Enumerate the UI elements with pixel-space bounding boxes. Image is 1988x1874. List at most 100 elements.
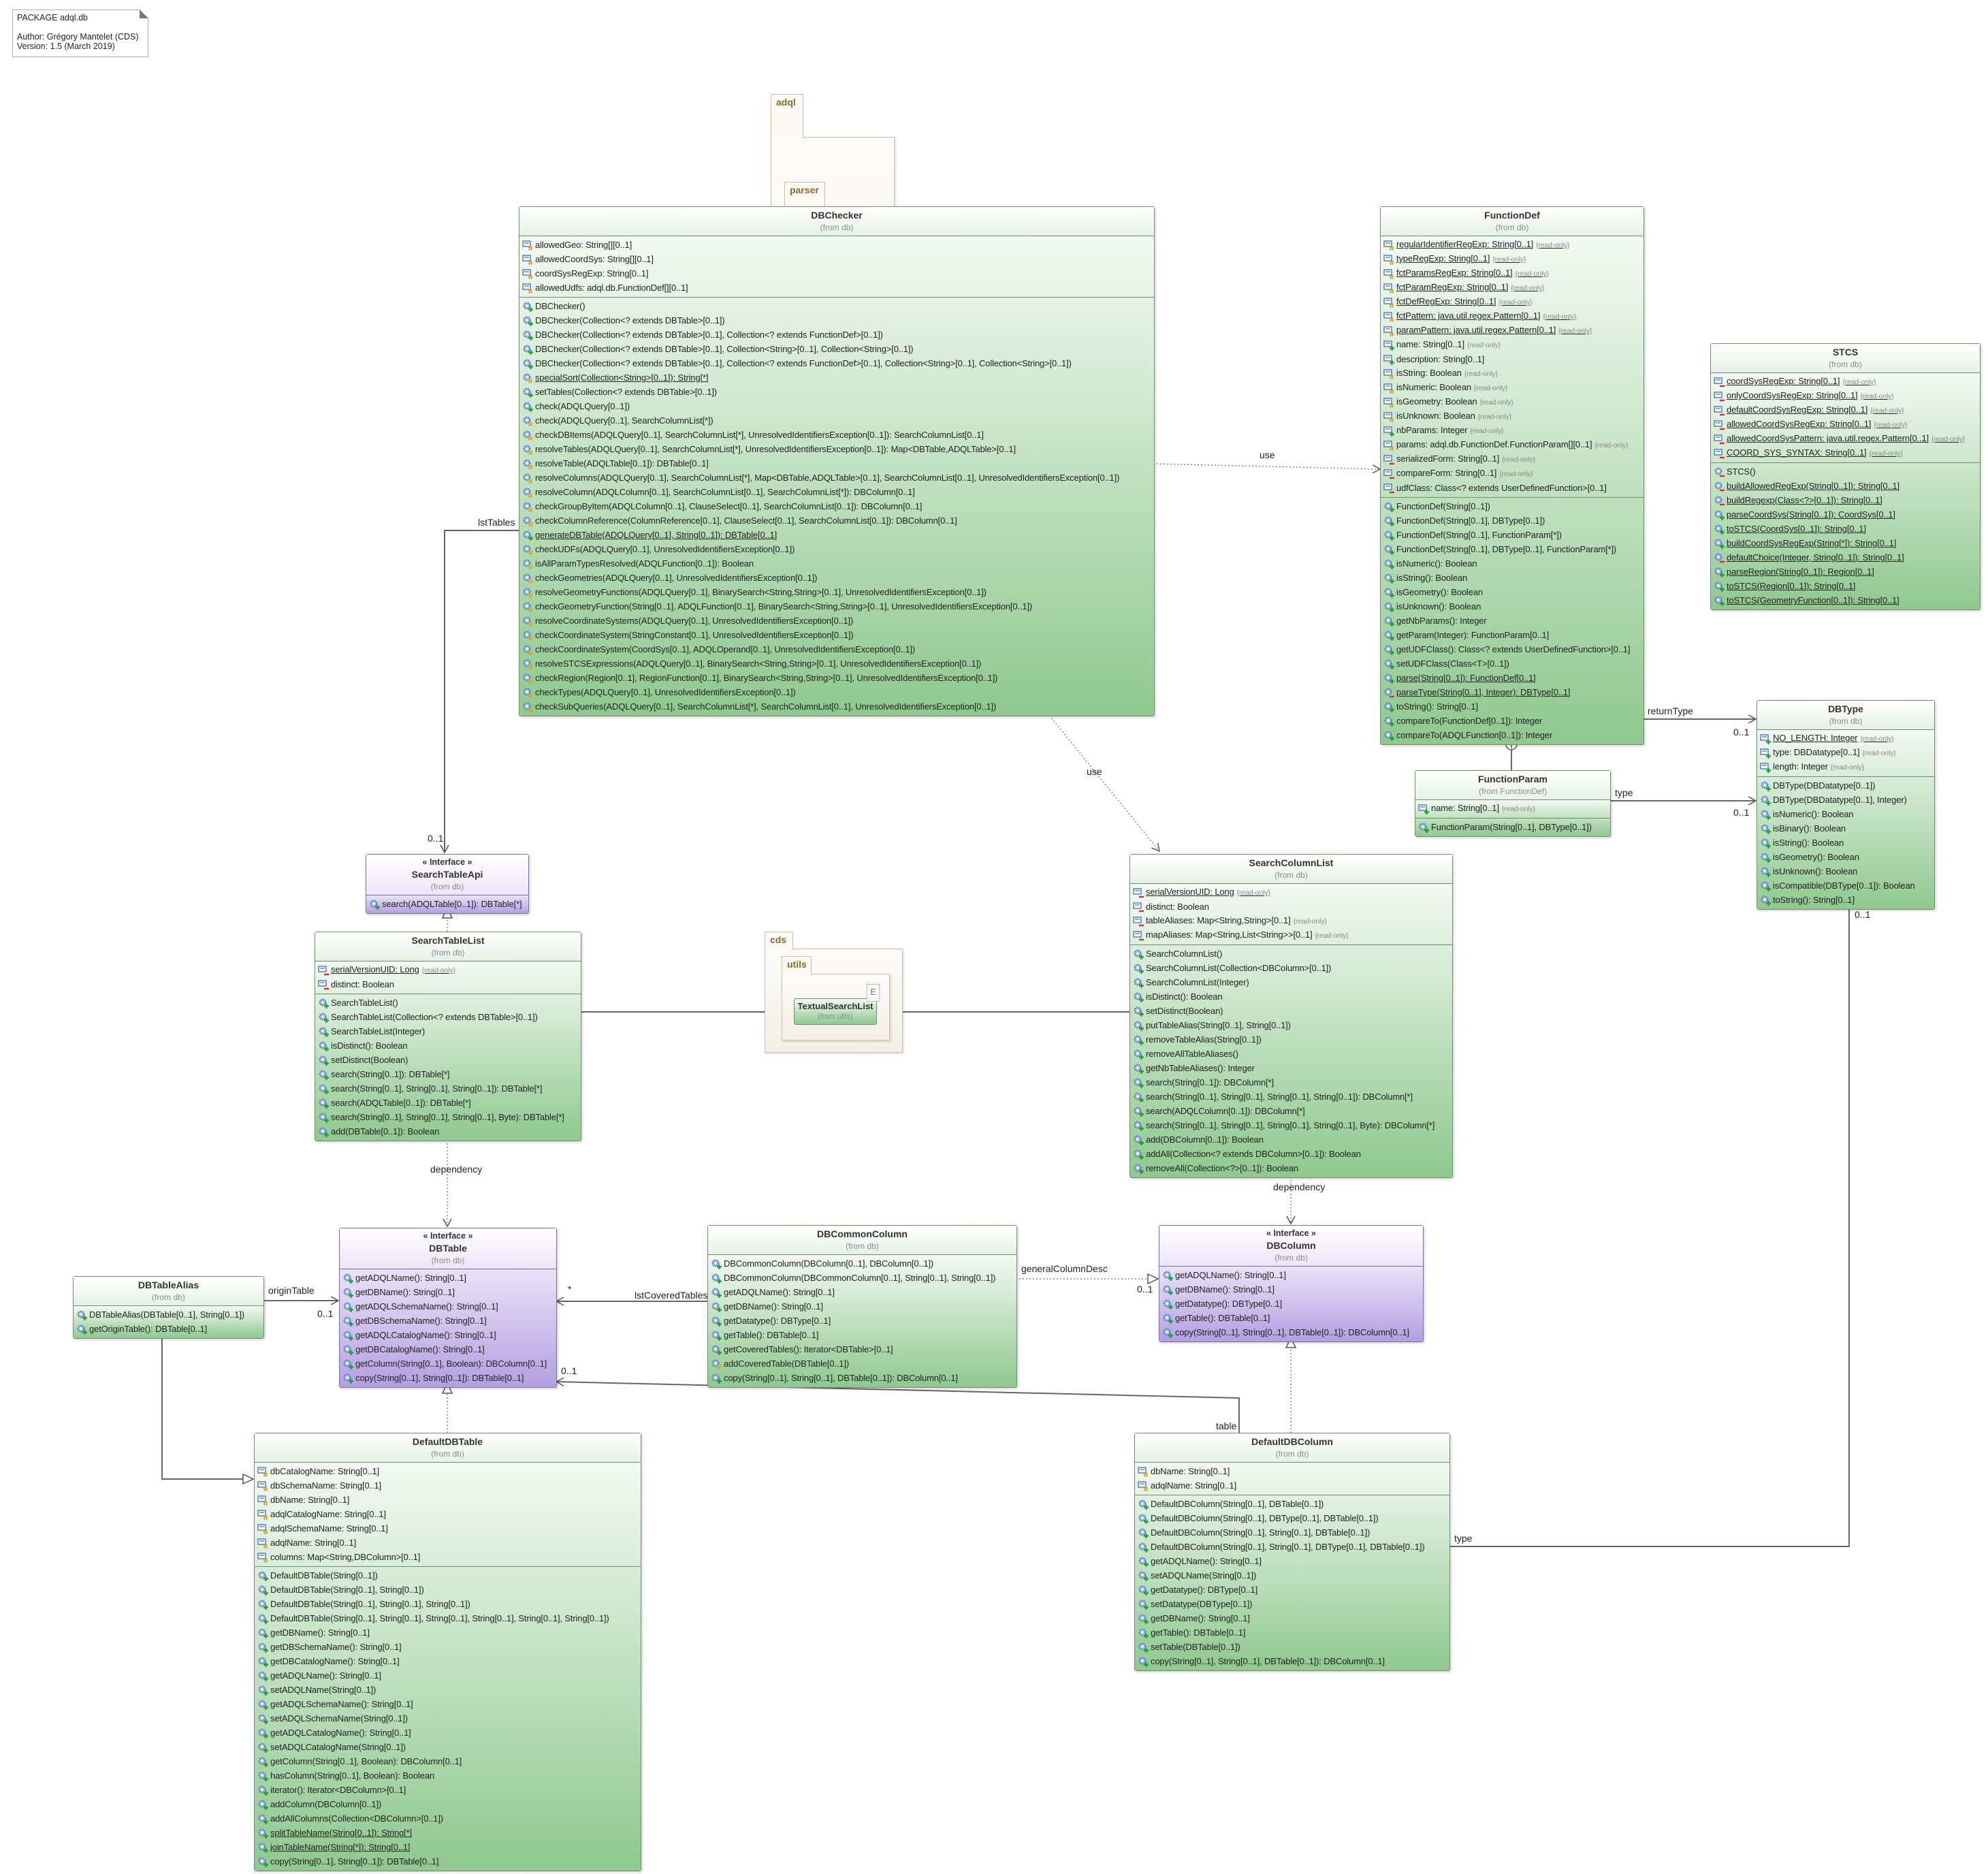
class-DefaultDBColumn[interactable]: DefaultDBColumn(from db)dbName: String[0…: [1134, 1433, 1450, 1671]
operation-icon: [342, 1301, 354, 1312]
operation: checkGeometries(ADQLQuery[0..1], Unresol…: [519, 571, 1154, 585]
operation-icon: [1418, 822, 1430, 833]
operation-signature: SearchTableList(Integer): [331, 1026, 426, 1036]
class-FunctionParam[interactable]: FunctionParam(from FunctionDef)name: Str…: [1415, 770, 1611, 837]
class-DBType[interactable]: DBType(from db)NO_LENGTH: Integer{read-o…: [1757, 700, 1935, 910]
operation: search(ADQLColumn[0..1]): DBColumn[*]: [1130, 1104, 1452, 1118]
operation-signature: removeAllTableAliases(): [1146, 1049, 1238, 1059]
operation-signature: buildAllowedRegExp(String[0..1]): String…: [1727, 481, 1899, 491]
class-STCS[interactable]: STCS(from db)coordSysRegExp: String[0..1…: [1710, 343, 1981, 610]
operation-icon: [1714, 524, 1725, 535]
operation: getADQLName(): String[0..1]: [708, 1285, 1016, 1299]
operation-signature: checkTypes(ADQLQuery[0..1], UnresolvedId…: [535, 687, 796, 697]
operation-icon: [257, 1627, 269, 1638]
operation: compareTo(ADQLFunction[0..1]): Integer: [1381, 728, 1644, 742]
attribute: nbParams: Integer{read-only}: [1381, 424, 1644, 438]
attribute-text: typeRegExp: String[0..1]: [1396, 253, 1490, 264]
attribute: name: String[0..1]{read-only}: [1381, 338, 1644, 352]
operation: getColumn(String[0..1], Boolean): DBColu…: [340, 1356, 556, 1371]
operation-icon: [1383, 716, 1395, 727]
operation-icon: [522, 687, 534, 698]
read-only-tag: {read-only}: [1501, 805, 1536, 813]
operation-icon: [257, 1756, 269, 1767]
relation-label: returnType: [1648, 705, 1693, 716]
operation: removeAllTableAliases(): [1130, 1047, 1452, 1061]
attributes-compartment: name: String[0..1]{read-only}: [1415, 800, 1610, 818]
operation-icon: [522, 401, 534, 412]
operation: getDatatype(): DBType[0..1]: [1135, 1583, 1449, 1597]
operation: isCompatible(DBType[0..1]): Boolean: [1757, 878, 1934, 893]
operation: isUnknown(): Boolean: [1757, 864, 1934, 878]
class-body: search(ADQLTable[0..1]): DBTable[*]: [366, 895, 528, 913]
operation-icon: [257, 1785, 269, 1796]
operations-compartment: search(ADQLTable[0..1]): DBTable[*]: [366, 895, 528, 913]
operation-icon: [1133, 1149, 1144, 1160]
note-line: PACKAGE adql.db: [17, 13, 88, 22]
operation-signature: getDatatype(): DBType[0..1]: [1175, 1299, 1283, 1309]
operation: copy(String[0..1], String[0..1]): DBTabl…: [340, 1371, 556, 1385]
operation-icon: [1760, 880, 1771, 891]
class-DBTableAlias[interactable]: DBTableAlias(from db)DBTableAlias(DBTabl…: [73, 1276, 264, 1339]
relation-label: use: [1260, 449, 1275, 460]
attribute: coordSysRegExp: String[0..1]: [519, 266, 1154, 281]
class-origin: (from db): [430, 882, 464, 891]
operation-signature: getDBSchemaName(): String[0..1]: [270, 1642, 402, 1652]
class-DBCommonColumn[interactable]: DBCommonColumn(from db)DBCommonColumn(DB…: [707, 1225, 1017, 1388]
operation-icon: [522, 644, 534, 655]
operation-icon: [257, 1642, 269, 1653]
class-origin: (from db): [846, 1241, 879, 1251]
attribute-icon: [1760, 748, 1771, 759]
read-only-tag: {read-only}: [1293, 917, 1327, 925]
operation-icon: [257, 1856, 269, 1867]
class-FunctionDef[interactable]: FunctionDef(from db)regularIdentifierReg…: [1380, 206, 1644, 745]
operation: SearchTableList(Integer): [315, 1024, 581, 1038]
operation-icon: [342, 1273, 354, 1284]
operation: getADQLSchemaName(): String[0..1]: [255, 1697, 641, 1711]
operation-signature: compareTo(ADQLFunction[0..1]): Integer: [1396, 730, 1553, 740]
operation-signature: search(String[0..1], String[0..1], Strin…: [331, 1083, 543, 1094]
attribute-text: allowedCoordSysRegExp: String[0..1]: [1727, 419, 1872, 429]
operation: splitTableName(String[0..1]): String[*]: [255, 1826, 641, 1840]
operation: DBType(DBDatatype[0..1]): [1757, 778, 1934, 793]
attribute-text: adqlName: String[0..1]: [270, 1538, 357, 1548]
operation: buildCoordSysRegExp(String[*]): String[0…: [1711, 536, 1980, 550]
attributes-compartment: NO_LENGTH: Integer{read-only}type: DBDat…: [1757, 730, 1934, 776]
attribute-text: serialVersionUID: Long: [1146, 887, 1234, 897]
operation-signature: DefaultDBTable(String[0..1]): [270, 1570, 378, 1581]
multiplicity-label: 0..1: [317, 1308, 334, 1319]
attribute: isGeometry: Boolean{read-only}: [1381, 395, 1644, 409]
operation: compareTo(FunctionDef[0..1]): Integer: [1381, 714, 1644, 728]
interface-DBColumn[interactable]: « Interface »DBColumn(from db)getADQLNam…: [1159, 1225, 1424, 1342]
attribute-icon: [1383, 397, 1395, 408]
interface-DBTable[interactable]: « Interface »DBTable(from db)getADQLName…: [339, 1228, 557, 1388]
operations-compartment: DBTableAlias(DBTable[0..1], String[0..1]…: [74, 1306, 263, 1338]
attribute-icon: [522, 240, 534, 251]
operation: copy(String[0..1], String[0..1]): DBTabl…: [255, 1854, 641, 1869]
operation-icon: [1383, 658, 1395, 669]
operation-icon: [1383, 630, 1395, 641]
operation-icon: [1133, 1077, 1144, 1088]
operation-signature: DBChecker(Collection<? extends DBTable>[…: [535, 344, 914, 354]
interface-SearchTableApi[interactable]: « Interface »SearchTableApi(from db)sear…: [366, 854, 529, 914]
read-only-tag: {read-only}: [1594, 441, 1629, 449]
operation-signature: setADQLName(String[0..1]): [1151, 1570, 1257, 1581]
class-TextualSearchList[interactable]: TextualSearchList (from utils): [794, 998, 877, 1025]
attribute: allowedCoordSysPattern: java.util.regex.…: [1711, 432, 1980, 446]
attribute-icon: [257, 1538, 269, 1549]
attributes-compartment: allowedGeo: String[][0..1]allowedCoordSy…: [519, 236, 1154, 297]
operations-compartment: STCS()buildAllowedRegExp(String[0..1]): …: [1711, 462, 1980, 609]
class-DefaultDBTable[interactable]: DefaultDBTable(from db)dbCatalogName: St…: [254, 1433, 641, 1871]
class-DBChecker[interactable]: DBChecker(from db)allowedGeo: String[][0…: [519, 206, 1155, 716]
class-SearchColumnList[interactable]: SearchColumnList(from db)serialVersionUI…: [1129, 854, 1453, 1178]
operation: getADQLSchemaName(): String[0..1]: [340, 1299, 556, 1314]
operation-icon: [522, 387, 534, 398]
attribute: params: adql.db.FunctionDef.FunctionPara…: [1381, 438, 1644, 452]
note-line: [17, 22, 144, 32]
attribute-icon: [1383, 383, 1395, 394]
operation-signature: FunctionDef(String[0..1], DBType[0..1]): [1396, 515, 1545, 526]
operation-icon: [1133, 1063, 1144, 1074]
operation-signature: getDBName(): String[0..1]: [1151, 1613, 1250, 1623]
read-only-tag: {read-only}: [1515, 270, 1549, 278]
class-SearchTableList[interactable]: SearchTableList(from db)serialVersionUID…: [315, 932, 581, 1141]
